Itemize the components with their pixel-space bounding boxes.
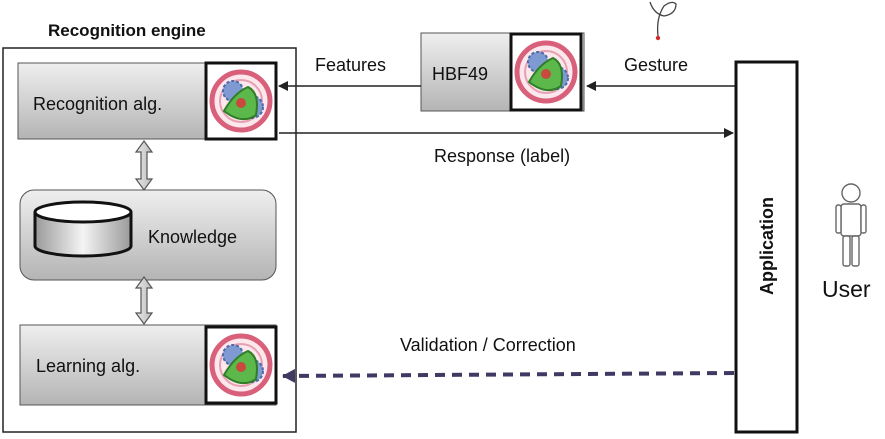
user-label: User <box>822 276 871 302</box>
validation-label: Validation / Correction <box>400 335 576 355</box>
gear-engine-icon <box>206 63 276 139</box>
double-arrow-bottom <box>134 275 154 326</box>
knowledge-label: Knowledge <box>148 227 237 247</box>
application-label: Application <box>757 197 777 295</box>
response-label: Response (label) <box>434 146 570 166</box>
knowledge-box: Knowledge <box>19 189 277 281</box>
recognition-label: Recognition alg. <box>33 94 162 114</box>
hbf49-box: HBF49 <box>420 33 585 111</box>
person-icon <box>835 183 867 267</box>
validation-arrow <box>282 368 735 383</box>
features-label: Features <box>315 55 386 75</box>
gesture-label: Gesture <box>624 55 688 75</box>
learning-box: Learning alg. <box>19 324 276 406</box>
engine-title: Recognition engine <box>48 21 206 40</box>
recognition-box: Recognition alg. <box>17 63 276 139</box>
gesture-stroke-icon <box>649 1 677 41</box>
application-box: Application <box>734 60 799 434</box>
learning-label: Learning alg. <box>36 356 140 376</box>
hbf49-label: HBF49 <box>432 64 488 84</box>
gear-engine-icon <box>206 327 276 403</box>
database-icon <box>33 200 133 258</box>
gear-engine-icon <box>511 34 581 110</box>
